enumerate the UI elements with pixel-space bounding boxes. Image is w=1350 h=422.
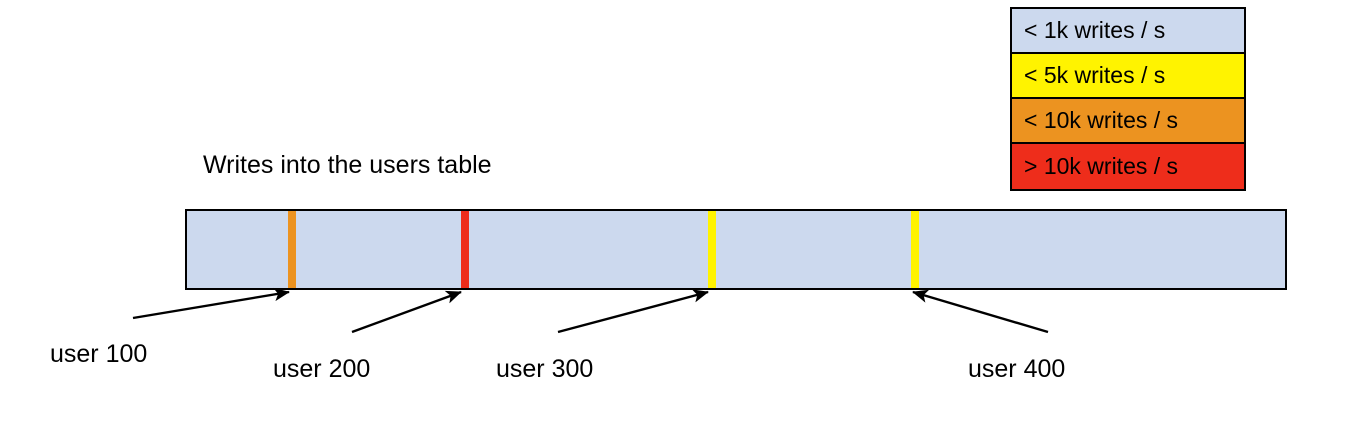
writes-throughput-legend: < 1k writes / s < 5k writes / s < 10k wr… <box>1010 7 1246 191</box>
legend-label-under-5k: < 5k writes / s <box>1024 62 1166 88</box>
legend-row-under-5k: < 5k writes / s <box>1012 54 1244 99</box>
label-user-300: user 300 <box>496 355 594 383</box>
legend-label-under-1k: < 1k writes / s <box>1024 17 1166 43</box>
stripe-user-400 <box>911 211 919 288</box>
legend-row-under-1k: < 1k writes / s <box>1012 9 1244 54</box>
legend-row-under-10k: < 10k writes / s <box>1012 99 1244 144</box>
legend-row-over-10k: > 10k writes / s <box>1012 144 1244 189</box>
users-table-bar <box>185 209 1287 290</box>
diagram-title: Writes into the users table <box>203 151 492 179</box>
legend-label-over-10k: > 10k writes / s <box>1024 153 1179 179</box>
legend-label-under-10k: < 10k writes / s <box>1024 107 1179 133</box>
stripe-user-300 <box>708 211 716 288</box>
arrow-user-300 <box>557 289 709 334</box>
label-user-400: user 400 <box>968 355 1066 383</box>
label-user-200: user 200 <box>273 355 371 383</box>
stripe-user-200 <box>461 211 469 288</box>
label-user-100: user 100 <box>50 340 148 368</box>
arrow-user-200 <box>351 290 462 334</box>
stripe-user-100 <box>288 211 296 288</box>
arrow-user-400 <box>912 289 1049 334</box>
arrow-user-100 <box>132 287 290 320</box>
